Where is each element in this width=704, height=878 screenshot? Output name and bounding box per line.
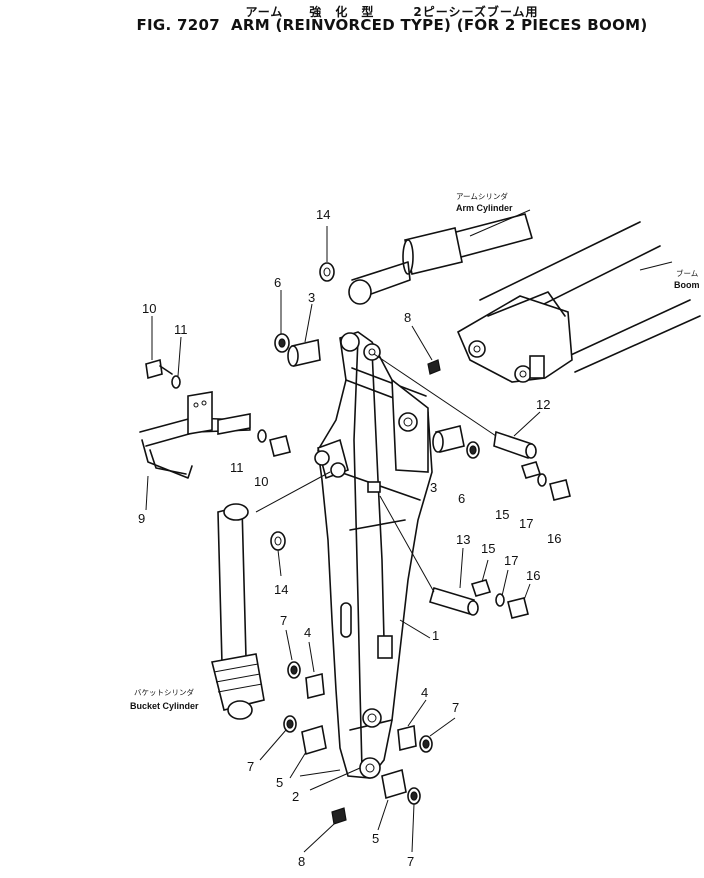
callout-5-left: 5 [276, 775, 283, 790]
callout-8-bottom: 8 [298, 854, 305, 869]
callout-4-left: 4 [304, 625, 311, 640]
callout-12: 12 [536, 397, 550, 412]
callout-15-upper: 15 [495, 507, 509, 522]
callout-11-top: 11 [174, 322, 188, 337]
callout-3-right: 3 [430, 480, 437, 495]
callout-14-top: 14 [316, 207, 330, 222]
guard-bracket [139, 391, 251, 479]
callout-2: 2 [292, 789, 299, 804]
callout-3-top: 3 [308, 290, 315, 305]
boom-label-jp: ブーム [676, 268, 698, 278]
callout-8-top: 8 [404, 310, 411, 325]
leader-lines [145, 209, 673, 853]
callout-4-right: 4 [421, 685, 428, 700]
title-japanese: アーム 強 化 型 2ピーシーズブーム用 [245, 5, 539, 19]
bucket-cylinder-label: Bucket Cylinder [130, 701, 199, 711]
callout-15-lower: 15 [481, 541, 495, 556]
arm-cylinder [348, 213, 533, 305]
arm-cylinder-label-jp: アームシリンダ [456, 191, 508, 201]
callout-17-lower: 17 [504, 553, 518, 568]
callout-14-lower: 14 [274, 582, 288, 597]
boom-label: Boom [674, 280, 700, 290]
arm-cylinder-label: Arm Cylinder [456, 203, 513, 213]
boom [456, 221, 701, 383]
callout-5-bottom: 5 [372, 831, 379, 846]
arm-body [314, 331, 433, 779]
callout-7-bottom: 7 [407, 854, 414, 869]
callout-13: 13 [456, 532, 470, 547]
callout-9: 9 [138, 511, 145, 526]
callout-7-right: 7 [452, 700, 459, 715]
callout-17-upper: 17 [519, 516, 533, 531]
callout-10-mid: 10 [254, 474, 268, 489]
callout-11-mid: 11 [230, 460, 244, 475]
callout-6-right: 6 [458, 491, 465, 506]
callout-7-left: 7 [280, 613, 287, 628]
bucket-cylinder [211, 503, 265, 720]
callout-16-upper: 16 [547, 531, 561, 546]
callout-numbers: 14 6 3 8 10 11 12 11 10 3 6 15 17 16 9 1… [138, 207, 561, 869]
callout-1: 1 [432, 628, 439, 643]
hardware-parts [145, 262, 571, 825]
callout-6-top: 6 [274, 275, 281, 290]
callout-7-bottom-left: 7 [247, 759, 254, 774]
callout-16-lower: 16 [526, 568, 540, 583]
bucket-cylinder-label-jp: バケットシリンダ [134, 687, 194, 697]
title-english: FIG. 7207 ARM (REINVORCED TYPE) (FOR 2 P… [136, 16, 648, 34]
callout-10-top: 10 [142, 301, 156, 316]
